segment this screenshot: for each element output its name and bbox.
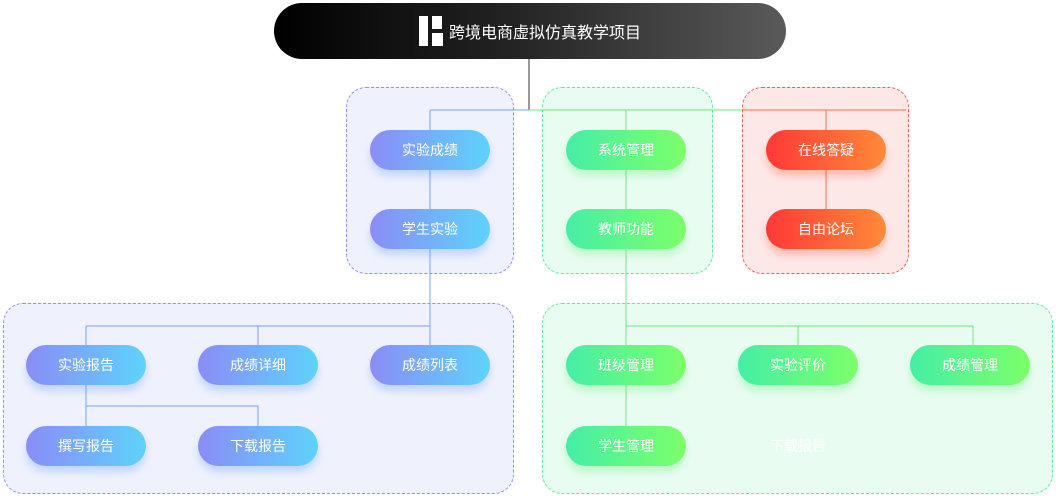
project-title: 跨境电商虚拟仿真教学项目	[448, 23, 641, 42]
project-title-bar: 跨境电商虚拟仿真教学项目	[274, 3, 786, 59]
node-student-experiment[interactable]: 学生实验	[370, 209, 490, 249]
logo-icon	[418, 16, 443, 46]
node-score-list[interactable]: 成绩列表	[370, 345, 490, 385]
node-system-management[interactable]: 系统管理	[566, 130, 686, 170]
node-download-report[interactable]: 下载报告	[198, 426, 318, 466]
ghost-download-report-label: 下载报告	[770, 439, 826, 455]
node-teacher-functions[interactable]: 教师功能	[566, 209, 686, 249]
node-score-detail[interactable]: 成绩详细	[198, 345, 318, 385]
node-write-report[interactable]: 撰写报告	[26, 426, 146, 466]
node-experiment-report[interactable]: 实验报告	[26, 345, 146, 385]
node-score-management[interactable]: 成绩管理	[910, 345, 1030, 385]
node-experiment-score[interactable]: 实验成绩	[370, 130, 490, 170]
node-experiment-evaluation[interactable]: 实验评价	[738, 345, 858, 385]
node-class-management[interactable]: 班级管理	[566, 345, 686, 385]
node-student-management[interactable]: 学生管理	[566, 426, 686, 466]
node-free-forum[interactable]: 自由论坛	[766, 209, 886, 249]
node-online-qa[interactable]: 在线答疑	[766, 130, 886, 170]
